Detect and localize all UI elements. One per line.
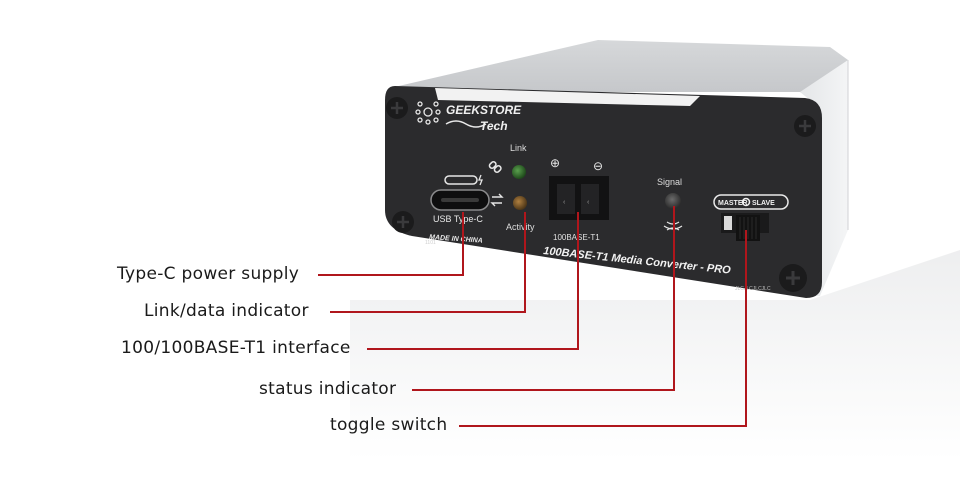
port-plus-icon: ⊕ bbox=[550, 156, 560, 170]
callout-line-link bbox=[330, 212, 526, 313]
svg-text:MASTER: MASTER bbox=[718, 200, 748, 207]
made-in-label: MADE IN CHINA bbox=[429, 234, 483, 245]
signal-label: Signal bbox=[657, 177, 682, 187]
screw-top-right bbox=[794, 115, 816, 137]
callout-label-link: Link/data indicator bbox=[144, 301, 309, 321]
callout-label-interface: 100/100BASE-T1 interface bbox=[121, 338, 351, 358]
brand-logo-icon bbox=[415, 101, 441, 125]
brand-name: GEEKSTORE bbox=[446, 103, 522, 117]
port-label: 100BASE-T1 bbox=[553, 233, 600, 242]
callout-line-switch bbox=[459, 230, 747, 427]
callout-label-switch: toggle switch bbox=[330, 415, 448, 435]
activity-led bbox=[513, 196, 527, 210]
master-slave-switch[interactable] bbox=[721, 213, 769, 241]
usb-c-port[interactable] bbox=[430, 189, 490, 211]
usb-label: USB Type-C bbox=[433, 214, 483, 224]
screw-top-left bbox=[386, 97, 408, 119]
callout-line-power bbox=[318, 212, 464, 276]
small-print: JLCJLCJLCJLC bbox=[735, 286, 771, 292]
screw-bottom-right bbox=[779, 264, 807, 292]
panel-highlight bbox=[435, 88, 700, 106]
link-chain-icon bbox=[488, 160, 502, 174]
callout-line-interface bbox=[367, 212, 579, 350]
callout-label-power: Type-C power supply bbox=[117, 264, 300, 284]
brand-swoosh-icon bbox=[445, 120, 487, 128]
floor-shadow bbox=[350, 250, 960, 460]
callout-line-status bbox=[412, 206, 675, 391]
callout-label-status: status indicator bbox=[259, 379, 397, 399]
housing-top bbox=[390, 40, 848, 100]
link-label: Link bbox=[510, 143, 527, 153]
serial-label: 1101 bbox=[425, 240, 436, 246]
signal-led bbox=[665, 193, 681, 209]
brand-sub: Tech bbox=[480, 119, 508, 133]
svg-text:‹: ‹ bbox=[563, 199, 566, 206]
svg-text:‹: ‹ bbox=[587, 199, 590, 206]
activity-arrows-icon bbox=[490, 193, 504, 207]
link-led bbox=[512, 165, 526, 179]
master-slave-badge: MASTER SLAVE bbox=[713, 194, 789, 210]
activity-label: Activity bbox=[506, 222, 535, 232]
svg-text:SLAVE: SLAVE bbox=[752, 200, 775, 207]
usb-c-symbol-icon bbox=[444, 174, 483, 186]
callout-lines bbox=[318, 206, 747, 427]
port-minus-icon: ⊖ bbox=[593, 159, 603, 173]
screw-bottom-left bbox=[392, 211, 414, 233]
